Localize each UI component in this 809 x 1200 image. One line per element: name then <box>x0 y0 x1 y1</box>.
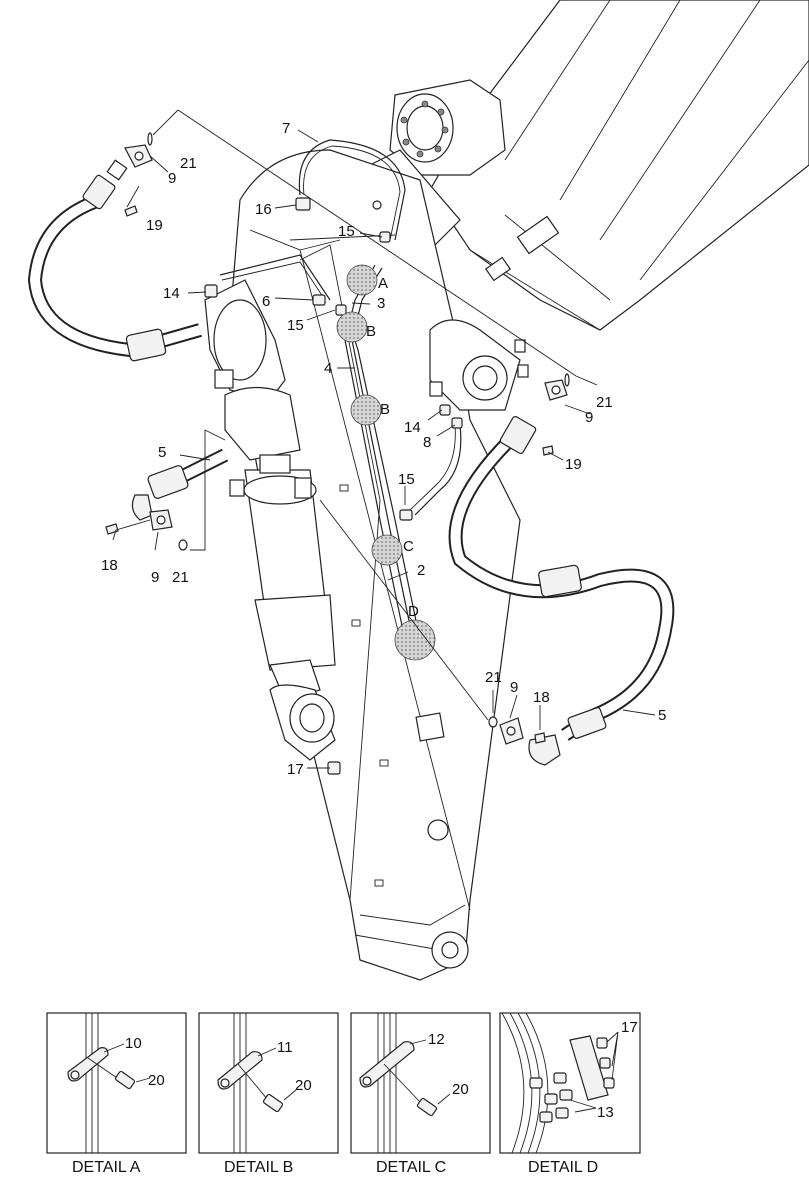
callout-19: 19 <box>146 217 163 234</box>
flanges-and-seals <box>105 132 570 745</box>
callout-A: A <box>378 275 388 292</box>
leader-lines <box>112 109 656 769</box>
detail-a-title: DETAIL A <box>72 1159 141 1176</box>
callout-15: 15 <box>287 317 304 334</box>
callout-B: B <box>366 323 376 340</box>
callout-15: 15 <box>338 223 355 240</box>
detail-c: 12 20 DETAIL C <box>350 1012 491 1176</box>
hose-right <box>448 416 675 766</box>
callout-18: 18 <box>533 689 550 706</box>
callout-17: 17 <box>287 761 304 778</box>
hose-left-lower <box>131 448 229 521</box>
detail-b-bolt: 20 <box>295 1077 312 1094</box>
callout-9: 9 <box>168 170 176 187</box>
detail-a: 10 20 DETAIL A <box>46 1012 187 1176</box>
callout-7: 7 <box>282 120 290 137</box>
callout-labels: 7 21 9 19 16 15 A 14 6 3 15 B 4 B 21 9 1… <box>101 120 666 778</box>
detail-c-part: 12 <box>428 1031 445 1048</box>
callout-6: 6 <box>262 293 270 310</box>
upper-boom <box>429 0 809 331</box>
callout-8: 8 <box>423 434 431 451</box>
callout-16: 16 <box>255 201 272 218</box>
callout-C: C <box>403 538 414 555</box>
callout-B: B <box>380 401 390 418</box>
arm-cylinder <box>204 279 336 761</box>
callout-5: 5 <box>158 444 166 461</box>
arm-pivot <box>429 319 529 411</box>
callout-18: 18 <box>101 557 118 574</box>
detail-b-part: 11 <box>277 1039 293 1056</box>
callout-D: D <box>408 603 419 620</box>
detail-a-part: 10 <box>125 1035 142 1052</box>
detail-circles <box>336 264 436 661</box>
callout-5: 5 <box>658 707 666 724</box>
detail-d-part: 13 <box>597 1104 614 1121</box>
callout-9: 9 <box>585 409 593 426</box>
detail-b: 11 20 DETAIL B <box>198 1012 339 1176</box>
detail-d-title: DETAIL D <box>528 1159 598 1176</box>
callout-21: 21 <box>596 394 613 411</box>
callout-4: 4 <box>324 360 332 377</box>
callout-21: 21 <box>180 155 197 172</box>
callout-14: 14 <box>404 419 421 436</box>
detail-c-title: DETAIL C <box>376 1159 446 1176</box>
callout-9: 9 <box>510 679 518 696</box>
fittings <box>204 197 463 775</box>
detail-b-title: DETAIL B <box>224 1159 293 1176</box>
callout-19: 19 <box>565 456 582 473</box>
callout-21: 21 <box>485 669 502 686</box>
detail-c-bolt: 20 <box>452 1081 469 1098</box>
callout-14: 14 <box>163 285 180 302</box>
callout-9: 9 <box>151 569 159 586</box>
detail-a-bolt: 20 <box>148 1072 165 1089</box>
detail-d-bolt: 17 <box>621 1019 638 1036</box>
hose-left-upper <box>27 159 202 362</box>
callout-15: 15 <box>398 471 415 488</box>
callout-21: 21 <box>172 569 189 586</box>
callout-3: 3 <box>377 295 385 312</box>
callout-2: 2 <box>417 562 425 579</box>
detail-d: 17 13 DETAIL D <box>499 1012 641 1176</box>
